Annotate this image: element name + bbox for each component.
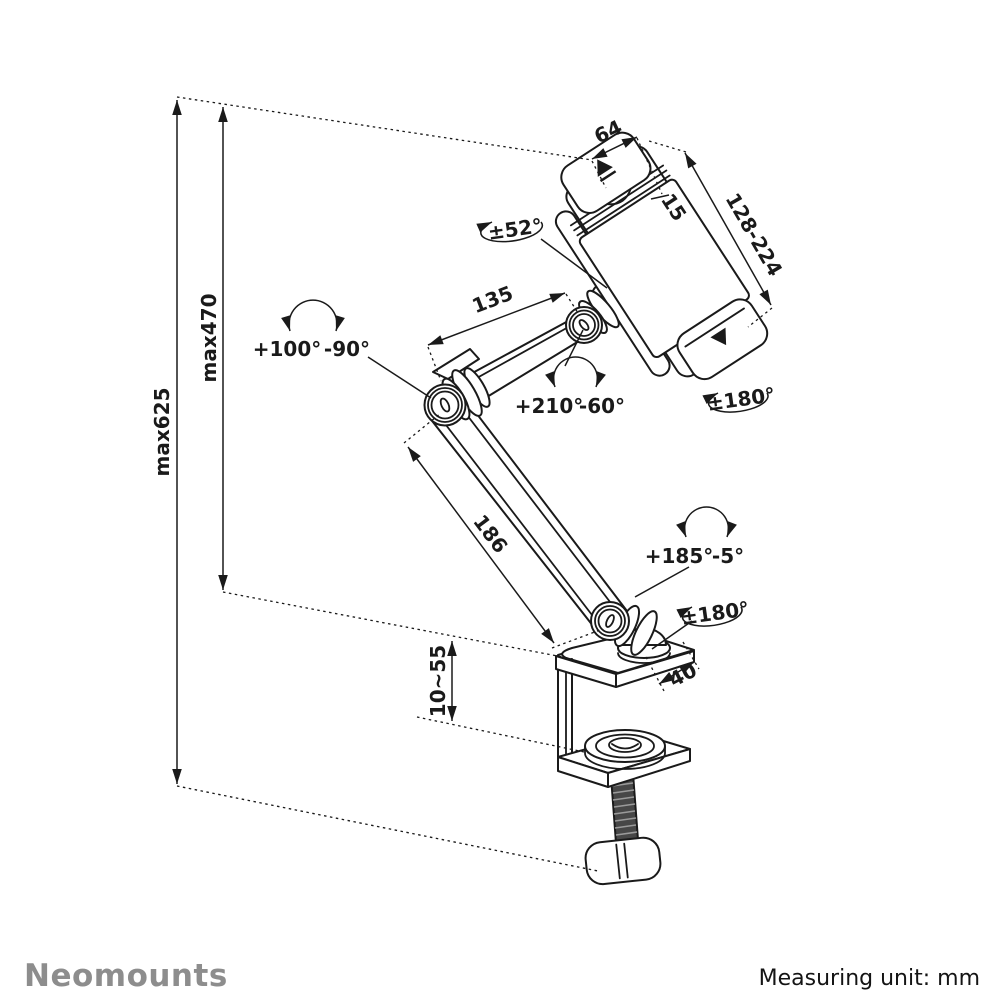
dim-10-55-label: 10~55 <box>426 645 450 717</box>
angle-base-neg-label: -5° <box>712 544 744 568</box>
up-arrow-marker-icon <box>597 159 613 177</box>
dim-max625-label: max625 <box>150 388 174 477</box>
down-arrow-marker-icon <box>710 327 727 346</box>
rotation-arc-elbow: +100° -90° <box>253 299 432 399</box>
dim-max625: max625 <box>150 100 182 784</box>
dim-135-label: 135 <box>469 281 517 318</box>
dim-10-55: 10~55 <box>426 641 457 721</box>
clamp-knob-handle <box>584 836 662 886</box>
rotation-arc-upper-joint: +210° -60° <box>515 329 625 418</box>
upper-joint <box>565 289 620 344</box>
angle-elbow-pos-label: +100° <box>253 337 322 361</box>
angle-base-pos-label: +185° <box>645 544 714 568</box>
clamp-pad-knob <box>584 729 666 770</box>
angle-upper-joint-pos-label: +210° <box>515 394 584 418</box>
rotation-arc-base: +185° -5° <box>634 506 744 598</box>
elbow-joint <box>423 367 491 427</box>
angle-base-rotation-label: ±180° <box>679 596 750 629</box>
holder-bottom-jaw <box>676 298 769 381</box>
angle-elbow-neg-label: -90° <box>324 337 370 361</box>
angle-holder-rotation-label: ±180° <box>705 382 776 415</box>
angle-upper-joint-neg-label: -60° <box>579 394 625 418</box>
base-joint <box>590 601 630 641</box>
ref-line-jaw-bottom <box>416 716 590 754</box>
dim-max470-label: max470 <box>197 294 221 383</box>
desk-clamp <box>555 627 695 886</box>
dim-186-label: 186 <box>468 510 512 558</box>
clamp-bottom-jaw <box>557 729 691 788</box>
rotation-ellipse-holder: ±180° <box>702 382 777 416</box>
tablet-holder <box>554 131 769 381</box>
ref-line-bottom <box>176 785 599 872</box>
lower-arm <box>428 391 628 633</box>
brand-logo: Neomounts <box>24 958 228 994</box>
dim-max470: max470 <box>197 107 228 590</box>
ref-line-top <box>176 96 593 161</box>
angle-holder-tilt-label: ±52° <box>486 213 543 244</box>
ref-line-desk-top <box>222 591 574 660</box>
measuring-unit-label: Measuring unit: mm <box>759 966 980 991</box>
